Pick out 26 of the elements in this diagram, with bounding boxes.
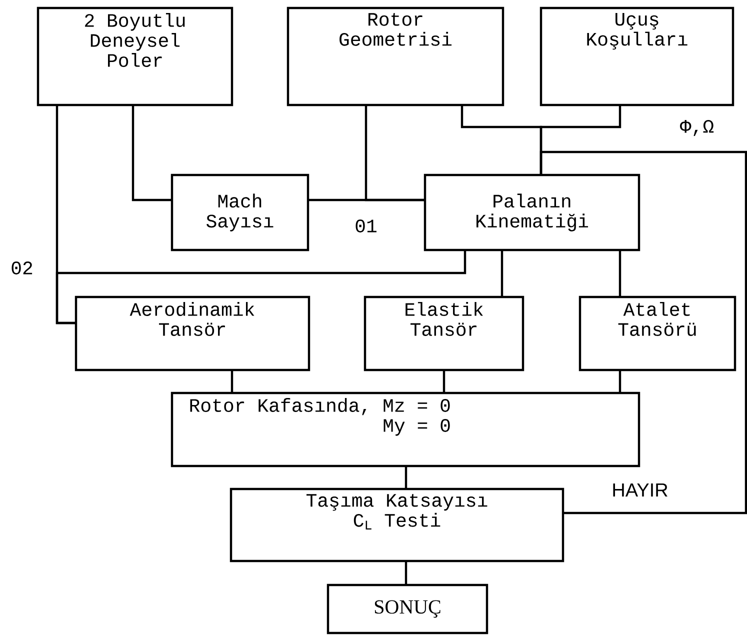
process-box: SONUÇ — [326, 584, 488, 634]
process-box: Palanın Kinematiği — [424, 174, 640, 252]
process-box: Aerodinamik Tansör — [74, 296, 310, 372]
connector-line — [618, 250, 622, 297]
connector-line — [230, 370, 234, 393]
process-box: Rotor Kafasında, Mz = 0 My = 0 — [170, 392, 640, 468]
process-box: Mach Sayısı — [170, 174, 310, 252]
line-label: Φ,Ω — [680, 120, 714, 136]
connector-line — [404, 466, 408, 489]
connector-line — [132, 105, 172, 202]
line-label: 01 — [356, 220, 376, 232]
process-box: Elastik Tansör — [364, 296, 524, 372]
connector-line — [364, 105, 425, 202]
process-box: Uçuş Koşulları — [540, 6, 734, 106]
connector-line — [56, 250, 466, 324]
process-box: Rotor Geometrisi — [286, 6, 504, 106]
connector-line — [404, 561, 408, 585]
connector-line — [442, 370, 446, 393]
line-label: 02 — [12, 262, 32, 274]
connector-line — [540, 150, 747, 514]
process-box: Atalet Tansörü — [578, 296, 736, 372]
process-box: Taşıma Katsayısı C$_{L}$ Testi — [230, 488, 564, 562]
connector-line — [500, 250, 504, 297]
edge-label: HAYIR — [613, 483, 668, 497]
process-box: 2 Boyutlu Deneysel Poler — [36, 6, 234, 106]
connector-line — [618, 370, 622, 393]
